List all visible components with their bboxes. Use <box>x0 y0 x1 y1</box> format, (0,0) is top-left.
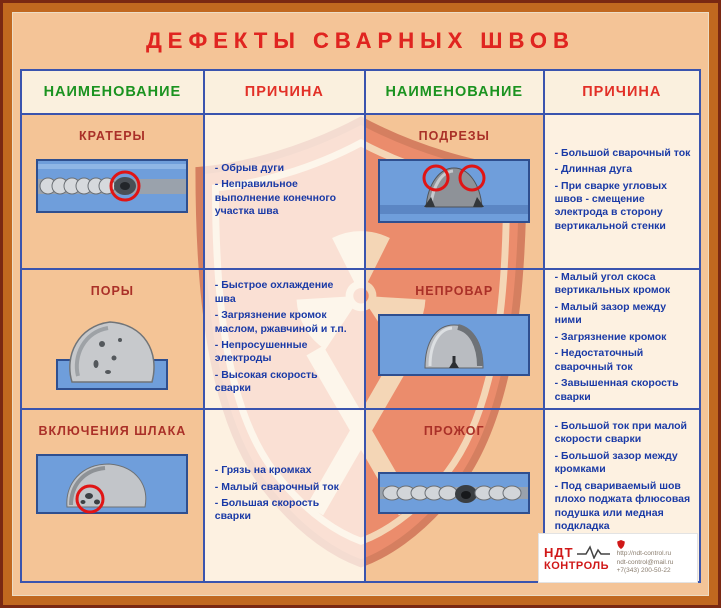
cause-item: - Обрыв дуги <box>214 161 285 174</box>
defect-cell-kratery: КРАТЕРЫ <box>22 115 205 270</box>
cause-cell-pory: - Быстрое охлаждение шва - Загрязнение к… <box>204 270 366 410</box>
brand-name-top: НДТ <box>544 544 574 560</box>
cause-item: - Быстрое охлаждение шва <box>214 279 334 305</box>
cause-item: - Грязь на кромках <box>214 464 312 477</box>
cause-item: - Малый сварочный ток <box>214 480 339 493</box>
defect-marker-circle <box>75 484 105 514</box>
cause-cell-shlak: - Грязь на кромках - Малый сварочный ток… <box>204 410 366 581</box>
defect-cell-prozhog: ПРОЖОГ <box>365 410 545 581</box>
poster-inner: ДЕФЕКТЫ СВАРНЫХ ШВОВ НАИМЕНОВАНИЕ ПРИЧИН… <box>12 12 709 596</box>
header-name-right: НАИМЕНОВАНИЕ <box>365 71 545 115</box>
cause-list-kratery: - Обрыв дуги - Неправильное выполнение к… <box>215 162 356 222</box>
defect-name-podrezy: ПОДРЕЗЫ <box>418 129 490 143</box>
pores-weld-image <box>56 321 169 390</box>
defect-cell-shlak: ВКЛЮЧЕНИЯ ШЛАКА <box>22 410 205 581</box>
cause-list-neprovar: - Малый угол скоса вертикальных кромок -… <box>555 271 691 407</box>
craters-weld-image <box>36 159 189 213</box>
cause-list-pory: - Быстрое охлаждение шва - Загрязнение к… <box>215 279 356 399</box>
cause-item: - Загрязнение кромок <box>554 330 667 343</box>
header-cause-right: ПРИЧИНА <box>544 71 699 115</box>
ndt-kontrol-brand-box: НДТ КОНТРОЛЬ http://ndt-control.ru ndt-c… <box>538 533 698 583</box>
cause-cell-neprovar: - Малый угол скоса вертикальных кромок -… <box>544 270 699 410</box>
defect-marker-circle <box>109 170 141 202</box>
poster-title: ДЕФЕКТЫ СВАРНЫХ ШВОВ <box>146 28 575 53</box>
header-cause-left: ПРИЧИНА <box>204 71 366 115</box>
defect-name-shlak: ВКЛЮЧЕНИЯ ШЛАКА <box>38 424 187 438</box>
cause-item: - Непросушенные электроды <box>214 339 308 365</box>
cause-list-prozhog: - Большой ток при малой скорости сварки … <box>555 420 691 537</box>
cause-item: - Малый зазор между ними <box>554 300 667 327</box>
mini-shield-icon <box>616 539 625 549</box>
cause-item: - Загрязнение кромок маслом, ржавчиной и… <box>214 309 347 335</box>
cause-list-podrezy: - Большой сварочный ток - Длинная дуга -… <box>555 147 691 237</box>
cause-item: - При сварке угловых швов - смещение эле… <box>554 179 667 232</box>
cause-list-shlak: - Грязь на кромках - Малый сварочный ток… <box>215 464 356 527</box>
weld-signal-icon <box>576 545 610 559</box>
brand-email: ndt-control@mail.ru <box>616 558 674 566</box>
lack-of-fusion-weld-image <box>378 314 531 376</box>
defect-name-kratery: КРАТЕРЫ <box>78 129 146 143</box>
cause-item: - Неправильное выполнение конечного учас… <box>214 178 337 217</box>
brand-contacts: http://ndt-control.ru ndt-control@mail.r… <box>616 539 674 576</box>
defect-name-neprovar: НЕПРОВАР <box>415 284 494 298</box>
brand-text: НДТ КОНТРОЛЬ <box>544 545 611 572</box>
defects-table: НАИМЕНОВАНИЕ ПРИЧИНА НАИМЕНОВАНИЕ ПРИЧИН… <box>20 69 701 583</box>
cause-item: - Большой ток при малой скорости сварки <box>554 420 687 446</box>
slag-inclusions-weld-image <box>36 454 189 514</box>
brand-phone: +7(343) 200-50-22 <box>616 567 671 575</box>
defect-name-prozhog: ПРОЖОГ <box>423 424 485 438</box>
cause-item: - Высокая скорость сварки <box>214 368 318 395</box>
defect-name-pory: ПОРЫ <box>90 284 135 298</box>
cause-item: - Завышенная скорость сварки <box>554 377 679 403</box>
cause-cell-kratery: - Обрыв дуги - Неправильное выполнение к… <box>204 115 366 270</box>
undercut-weld-image <box>378 159 531 223</box>
cause-item: - Малый угол скоса вертикальных кромок <box>554 271 671 297</box>
cause-item: - Большой сварочный ток <box>554 146 691 159</box>
defect-cell-neprovar: НЕПРОВАР <box>365 270 545 410</box>
defect-cell-podrezy: ПОДРЕЗЫ <box>365 115 545 270</box>
burn-through-weld-image <box>378 472 531 514</box>
title-bar: ДЕФЕКТЫ СВАРНЫХ ШВОВ <box>13 13 708 69</box>
brand-name-bottom: КОНТРОЛЬ <box>544 559 610 572</box>
cause-item: - Под свариваемый шов плохо поджата флюс… <box>554 479 691 533</box>
cause-item: - Длинная дуга <box>554 163 633 176</box>
cause-item: - Большая скорость сварки <box>214 497 320 523</box>
header-name-left: НАИМЕНОВАНИЕ <box>22 71 205 115</box>
brand-url: http://ndt-control.ru <box>616 549 672 557</box>
cause-item: - Недостаточный сварочный ток <box>554 347 644 373</box>
cause-item: - Большой зазор между кромками <box>554 449 678 476</box>
defect-cell-pory: ПОРЫ <box>22 270 205 410</box>
cause-cell-podrezy: - Большой сварочный ток - Длинная дуга -… <box>544 115 699 270</box>
